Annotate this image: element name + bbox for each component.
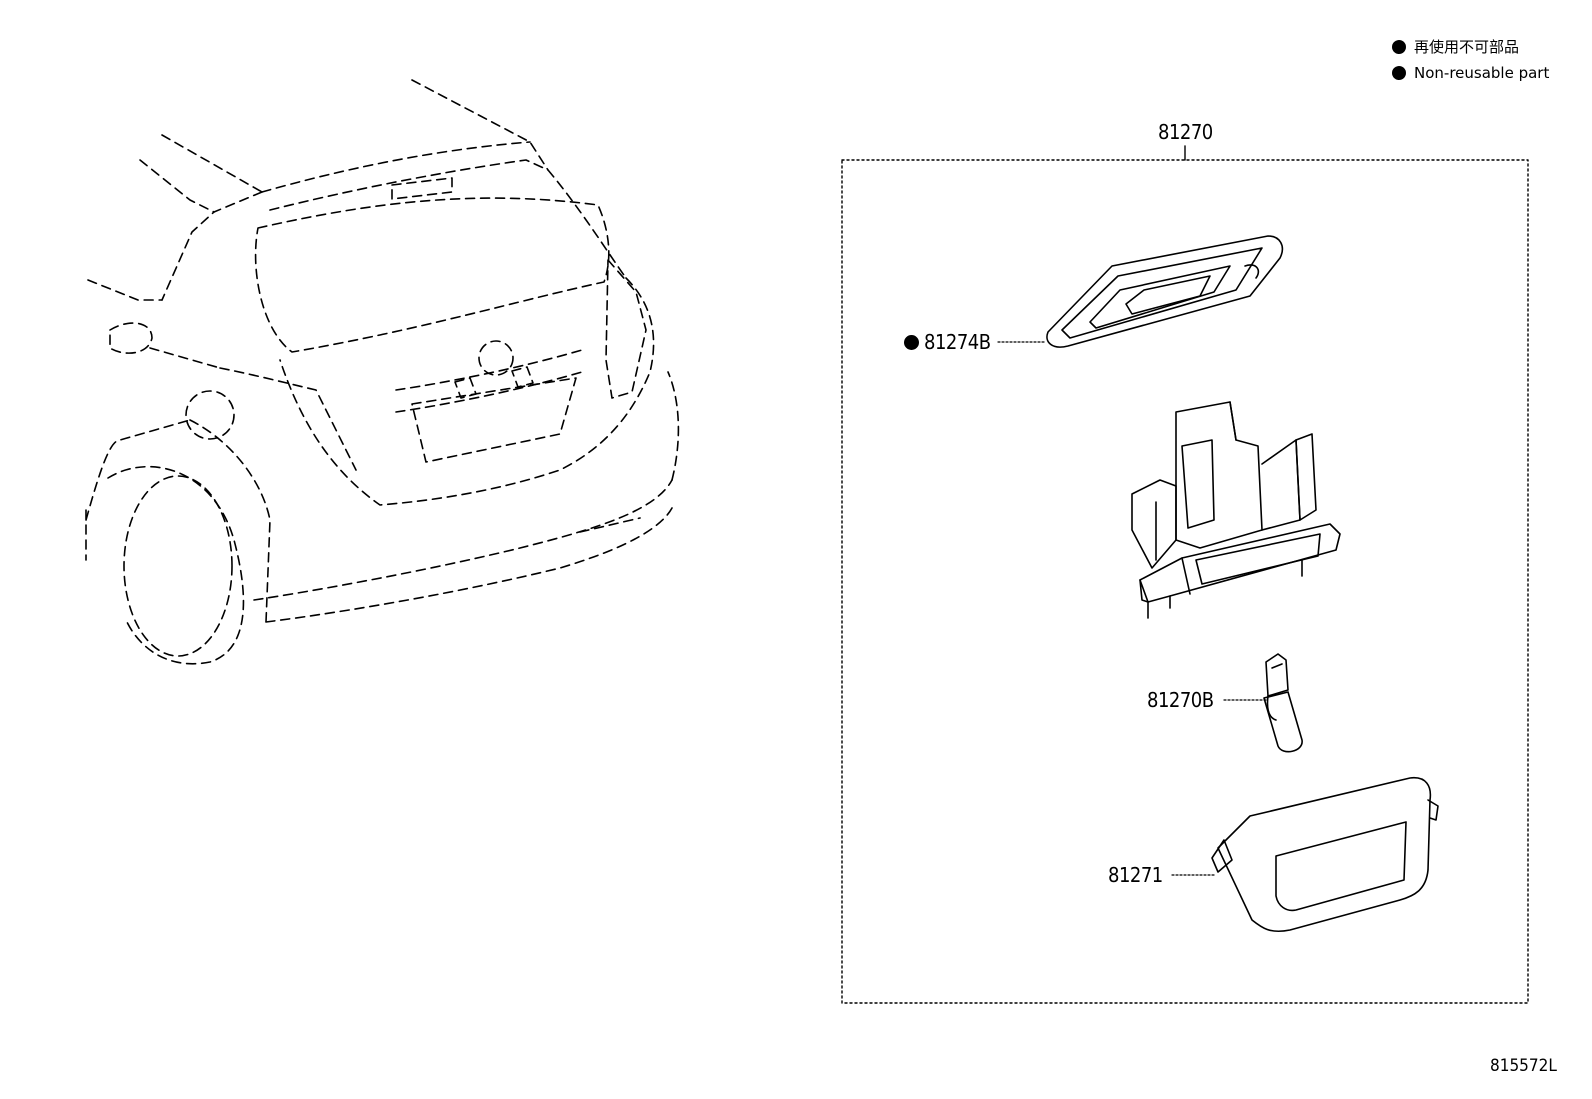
part-bulb-81270b <box>1263 653 1303 753</box>
non-reusable-dot-icon <box>1392 66 1406 80</box>
part-label-81274b: 81274B <box>904 332 991 352</box>
legend-en-text: Non-reusable part <box>1414 64 1550 82</box>
non-reusable-dot-icon <box>1392 40 1406 54</box>
legend-jp-text: 再使用不可部品 <box>1414 38 1520 56</box>
part-number-text: 81274B <box>924 330 991 354</box>
non-reusable-dot-icon <box>904 335 919 350</box>
legend-jp: 再使用不可部品 <box>1392 40 1519 55</box>
part-gasket-81274b <box>1046 235 1284 348</box>
vehicle-rear-view <box>85 79 680 665</box>
figure-id: 815572L <box>1490 1056 1557 1076</box>
part-lamp-housing <box>1131 401 1341 619</box>
part-label-81271: 81271 <box>1108 863 1163 887</box>
legend-en: Non-reusable part <box>1392 66 1549 81</box>
part-lens-81271 <box>1211 776 1439 933</box>
assembly-frame <box>841 145 1529 1004</box>
assembly-part-number: 81270 <box>1158 120 1213 144</box>
part-label-81270b: 81270B <box>1147 688 1214 712</box>
